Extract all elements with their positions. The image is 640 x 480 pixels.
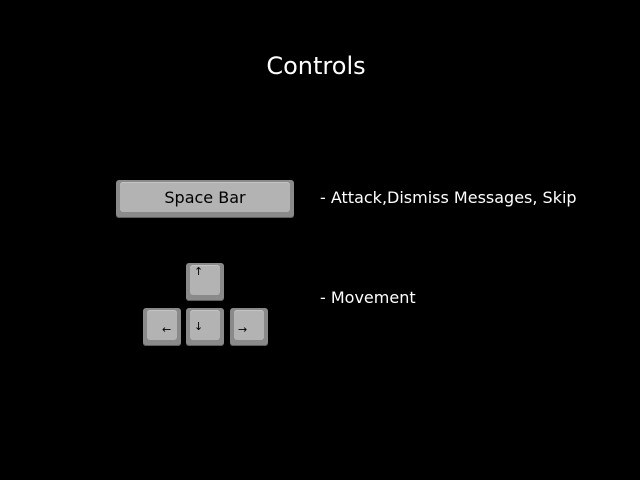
left-arrow-key: ←: [143, 308, 181, 346]
space-bar-keycap: [120, 182, 290, 212]
up-arrow-keycap: [190, 265, 220, 295]
right-arrow-keycap: [234, 310, 264, 340]
arrow-down-icon: ↓: [194, 320, 204, 333]
down-arrow-key: ↓: [186, 308, 224, 346]
space-bar-key-label: Space Bar: [164, 188, 246, 207]
down-arrow-keycap: [190, 310, 220, 340]
screen-title: Controls: [266, 52, 366, 80]
space-bar-key: Space Bar: [116, 180, 294, 218]
arrow-left-icon: ←: [162, 323, 172, 336]
arrow-right-icon: →: [238, 323, 248, 336]
arrow-up-icon: ↑: [194, 265, 204, 278]
left-arrow-keycap: [147, 310, 177, 340]
movement-description: - Movement: [320, 288, 416, 307]
right-arrow-key: →: [230, 308, 268, 346]
space-bar-description: - Attack,Dismiss Messages, Skip: [320, 188, 577, 207]
up-arrow-key: ↑: [186, 263, 224, 301]
